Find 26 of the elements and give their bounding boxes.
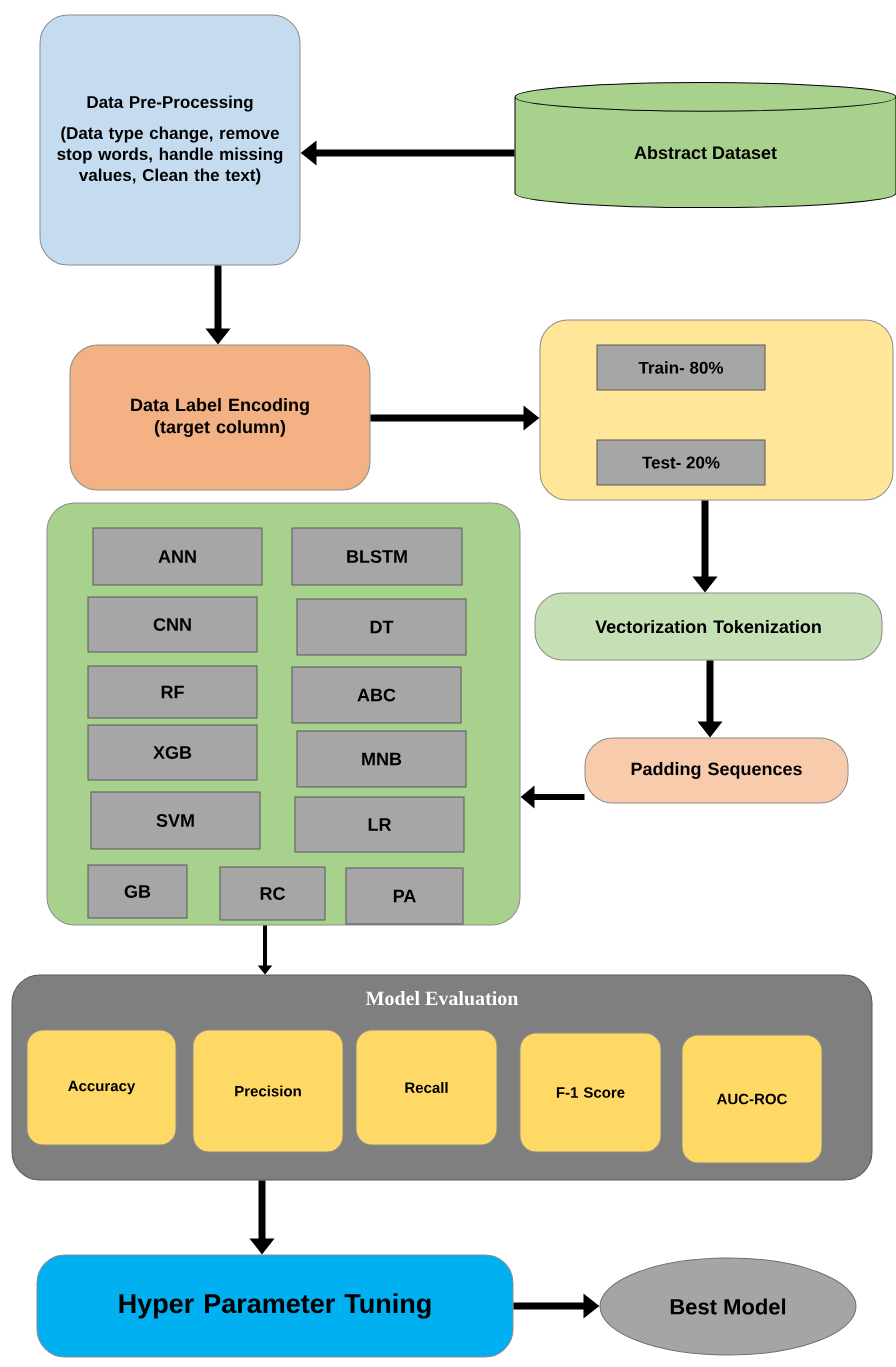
label-box: CNN [87,596,258,653]
label-box: BLSTM [291,527,463,586]
process-box: Recall [355,1029,498,1146]
label-box: GB [87,864,188,919]
label-box: Test- 20% [596,439,766,486]
process-box: Accuracy [26,1029,177,1146]
dataset-cylinder: Abstract Dataset [514,82,896,209]
process-box: Hyper Parameter Tuning [36,1254,514,1358]
process-box: AUC-ROC [681,1034,823,1164]
label-box: SVM [90,791,261,850]
label-box: PA [345,867,464,925]
process-box: Data Label Encoding (target column) [69,344,371,491]
label-box: DT [296,598,467,656]
label-box: MNB [296,730,467,788]
label-box: ANN [92,527,263,586]
label-box: ABC [291,666,462,724]
process-box: Data Pre-Processing (Data type change, remove stop words, handle missing values, Clean the text) [39,14,301,266]
process-box: Vectorization Tokenization [534,592,883,661]
label-box: Train- 80% [596,344,766,391]
process-box: Padding Sequences [584,737,849,804]
process-box: F-1 Score [519,1032,662,1153]
process-box: Precision [192,1029,344,1153]
label-box: LR [294,796,465,853]
label-box: XGB [87,724,258,781]
label-box: RF [87,665,258,719]
label-box: RC [219,866,326,921]
